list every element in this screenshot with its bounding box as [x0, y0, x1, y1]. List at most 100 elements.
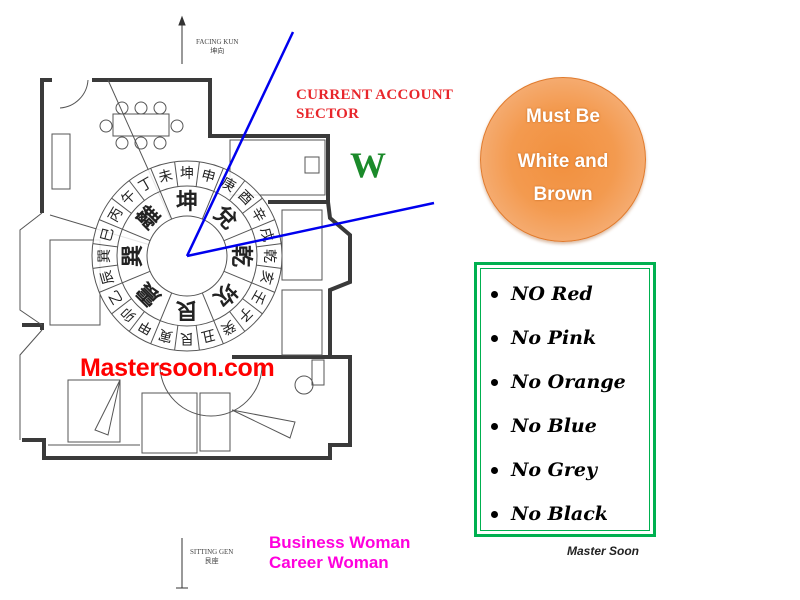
- color-badge: Must Be White and Brown: [480, 77, 646, 242]
- mountain-divider: [128, 180, 145, 201]
- mountain-divider: [150, 320, 161, 344]
- item-text: No Blue: [511, 415, 597, 437]
- mountain-label: 申: [199, 167, 217, 186]
- mountain-label: 坤: [180, 166, 194, 182]
- avoid-colors-list: NO Red No Pink No Orange No Blue No Grey…: [491, 279, 626, 543]
- item-text: No Black: [511, 503, 608, 525]
- mountain-divider: [111, 197, 132, 214]
- sitting-text: SITTING GEN: [190, 548, 234, 556]
- mountain-divider: [99, 219, 123, 230]
- mountain-label: 癸: [218, 317, 238, 338]
- persona-line2: Career Woman: [269, 553, 389, 572]
- mountain-divider: [242, 298, 263, 315]
- avoid-colors-box: NO Red No Pink No Orange No Blue No Grey…: [474, 262, 656, 537]
- sector-line: [186, 201, 435, 258]
- sitting-chinese-text: 艮座: [204, 557, 219, 565]
- sector-label-line1: CURRENT ACCOUNT: [296, 87, 454, 103]
- mountain-label: 艮: [180, 330, 194, 346]
- list-item: No Blue: [491, 411, 626, 455]
- list-item: No Black: [491, 499, 626, 543]
- floor-plan: 坤申庚酉辛戌乾亥壬子癸丑艮寅甲卯乙辰巽巳丙午丁未坤兌乾坎艮震巽離: [19, 15, 435, 589]
- mountain-label: 乾: [261, 249, 277, 263]
- trigram-label: 艮: [175, 297, 198, 322]
- direction-label: W: [350, 145, 386, 185]
- trigram-divider: [159, 191, 173, 220]
- facing-text: FACING KUN: [196, 38, 239, 46]
- mountain-label: 乙: [106, 287, 127, 307]
- sitting-label: SITTING GEN 艮座: [190, 548, 233, 566]
- facing-arrowhead: [178, 15, 186, 26]
- bullet-icon: [491, 423, 498, 430]
- bullet-icon: [491, 335, 498, 342]
- mountain-divider: [256, 264, 282, 269]
- bullet-icon: [491, 379, 498, 386]
- watermark: Mastersoon.com: [80, 354, 275, 382]
- mountain-divider: [174, 325, 179, 351]
- mountain-divider: [174, 161, 179, 187]
- bullet-icon: [491, 467, 498, 474]
- badge-line3: Brown: [533, 184, 593, 205]
- mountain-divider: [195, 161, 200, 187]
- item-text: NO Red: [511, 283, 593, 305]
- mountain-divider: [99, 282, 123, 293]
- mountain-label: 丑: [199, 326, 217, 345]
- mountain-divider: [213, 168, 224, 192]
- item-text: No Pink: [511, 327, 597, 349]
- mountain-divider: [256, 243, 282, 248]
- list-item: NO Red: [491, 279, 626, 323]
- mountain-label: 巽: [97, 249, 113, 263]
- mountain-divider: [251, 219, 275, 230]
- mountain-divider: [92, 243, 118, 248]
- trigram-divider: [201, 292, 215, 321]
- mountain-divider: [150, 168, 161, 192]
- mountain-label: 寅: [157, 326, 175, 346]
- sector-line: [185, 31, 295, 257]
- mountain-divider: [213, 320, 224, 344]
- trigram-divider: [122, 228, 151, 242]
- list-item: No Grey: [491, 455, 626, 499]
- list-item: No Pink: [491, 323, 626, 367]
- item-text: No Orange: [511, 371, 626, 393]
- mountain-label: 丁: [136, 175, 156, 196]
- trigram-divider: [201, 191, 215, 220]
- badge-line1: Must Be: [526, 106, 600, 127]
- mountain-label: 辰: [98, 268, 117, 286]
- facing-label: FACING KUN 坤向: [196, 38, 238, 56]
- bullet-icon: [491, 511, 498, 518]
- mountain-divider: [195, 325, 200, 351]
- inner-border: [480, 268, 650, 531]
- current-account-sector-label: CURRENT ACCOUNT SECTOR: [296, 86, 453, 124]
- mountain-divider: [92, 264, 118, 269]
- facing-chinese-text: 坤向: [210, 47, 225, 55]
- compass-middle-ring: [116, 185, 258, 327]
- mountain-label: 巳: [98, 226, 117, 244]
- trigram-divider: [223, 228, 252, 242]
- trigram-divider: [159, 292, 173, 321]
- mountain-label: 丙: [106, 205, 127, 225]
- mountain-label: 未: [157, 167, 175, 186]
- sector-label-line2: SECTOR: [296, 106, 360, 122]
- mountain-divider: [242, 197, 263, 214]
- item-text: No Grey: [511, 459, 598, 481]
- mountain-divider: [229, 180, 246, 201]
- mountain-divider: [111, 298, 132, 315]
- badge-line2: White and: [517, 151, 609, 172]
- trigram-label: 乾: [228, 245, 254, 267]
- trigram-label: 坤: [176, 190, 198, 215]
- mountain-divider: [229, 311, 246, 332]
- bullet-icon: [491, 291, 498, 298]
- credit: Master Soon: [567, 544, 640, 558]
- mountain-label: 亥: [257, 268, 276, 286]
- trigram-divider: [122, 270, 151, 284]
- persona-label: Business Woman Career Woman: [269, 533, 410, 573]
- mountain-label: 甲: [136, 317, 156, 338]
- trigram-divider: [223, 270, 252, 284]
- mountain-divider: [128, 311, 145, 332]
- mountain-label: 辛: [248, 205, 269, 225]
- mountain-label: 壬: [248, 287, 269, 307]
- persona-line1: Business Woman: [269, 533, 411, 552]
- current-account-sector-lines: [185, 31, 435, 258]
- mountain-divider: [251, 282, 275, 293]
- list-item: No Orange: [491, 367, 626, 411]
- trigram-label: 巽: [121, 245, 146, 267]
